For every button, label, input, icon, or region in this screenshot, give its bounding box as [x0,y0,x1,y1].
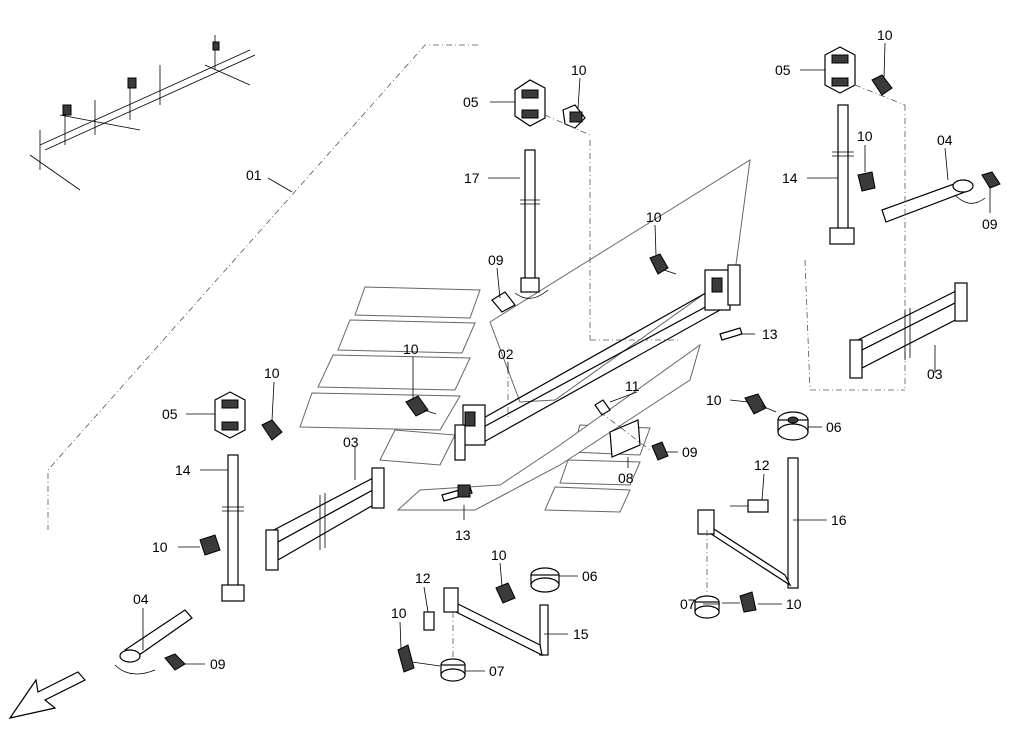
leader-lines [142,42,991,672]
callout-09: 09 [982,216,998,232]
callout-13: 13 [455,527,471,543]
callout-10: 10 [786,596,802,612]
direction-arrow-icon [8,671,86,719]
callout-09: 09 [488,252,504,268]
callout-03: 03 [343,434,359,450]
right-lower-assembly [694,393,809,619]
callout-14: 14 [782,170,798,186]
callout-15: 15 [573,626,589,642]
callout-10: 10 [646,209,662,225]
callout-01: 01 [246,167,262,183]
callout-10: 10 [391,605,407,621]
top-center-assembly [491,79,680,341]
part-02-frame [454,264,741,461]
callout-17: 17 [464,170,480,186]
callout-05: 05 [162,406,178,422]
callout-10: 10 [491,547,507,563]
callout-10: 10 [571,62,587,78]
callout-06: 06 [826,419,842,435]
callout-04: 04 [133,591,149,607]
callout-13: 13 [762,326,778,342]
callout-08: 08 [618,470,634,486]
callout-10: 10 [152,539,168,555]
callout-07: 07 [489,663,505,679]
callout-10: 10 [403,341,419,357]
callout-10: 10 [877,27,893,43]
callout-09: 09 [210,656,226,672]
callout-11: 11 [625,378,640,394]
left-assembly [114,391,385,675]
callout-12: 12 [415,570,431,586]
callout-10: 10 [264,365,280,381]
callout-04: 04 [937,132,953,148]
callout-06: 06 [582,568,598,584]
right-top-assembly [804,46,1001,391]
callout-12: 12 [754,457,770,473]
bottom-center-assembly [397,399,669,682]
callout-02: 02 [498,346,514,362]
overview-assembly [29,35,256,191]
callout-10: 10 [706,392,722,408]
assembly-boundary-line [47,44,478,530]
callout-05: 05 [463,94,479,110]
callout-03: 03 [927,366,943,382]
callout-14: 14 [175,462,191,478]
callout-09: 09 [682,444,698,460]
part-10-center-knobs [405,253,743,417]
callout-07: 07 [680,596,696,612]
callout-05: 05 [775,62,791,78]
callout-labels: 01 17 05 10 09 10 02 10 11 13 03 05 10 1… [133,27,998,679]
callout-10: 10 [857,128,873,144]
callout-16: 16 [831,512,847,528]
